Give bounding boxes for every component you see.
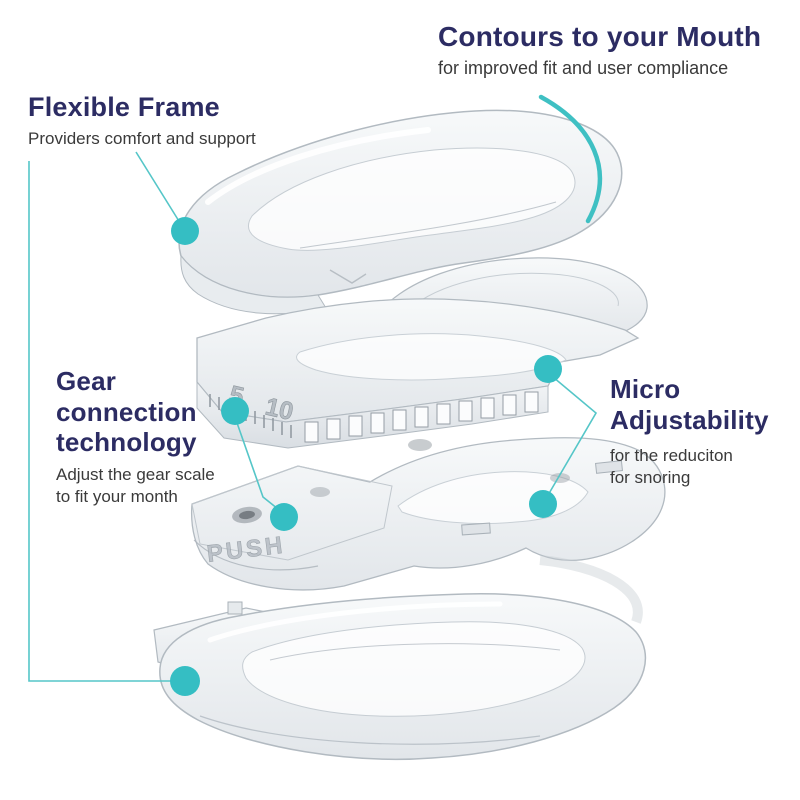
flexible-frame-leader-diagonal <box>135 151 183 227</box>
gear-plate-layer: 5 10 <box>196 257 648 449</box>
plate-hole-center <box>408 439 432 451</box>
callout-contours-title: Contours to your Mouth <box>438 21 762 52</box>
dot-micro-adjust-upper <box>534 355 562 383</box>
callout-contours: Contours to your Mouth for improved fit … <box>438 20 778 80</box>
bottom-tray-highlight <box>207 601 503 643</box>
gear-plate-cutout <box>296 333 567 381</box>
callout-micro-adjustability-subtitle: for the reduciton for snoring <box>610 446 733 488</box>
callout-gear-connection-title: Gear connection technology <box>56 366 197 458</box>
top-tray-trough <box>247 147 576 251</box>
callout-dots <box>170 217 562 696</box>
adjustment-plate-wing-edge <box>191 465 393 561</box>
callout-flexible-frame: Flexible Frame Providers comfort and sup… <box>28 92 338 150</box>
plate-slot-1 <box>461 522 491 536</box>
callout-flexible-frame-title: Flexible Frame <box>28 92 220 122</box>
micro-adjustability-leader <box>543 371 598 503</box>
bottom-tray-layer <box>153 555 647 760</box>
dot-flexible-frame-top <box>171 217 199 245</box>
gear-scale-label-10: 10 <box>263 393 296 427</box>
top-tray-highlight <box>205 127 431 205</box>
top-tray-layer <box>178 109 623 315</box>
ratchet-slots <box>304 391 539 443</box>
adjustment-plate-front-edge <box>193 539 319 571</box>
bottom-tray-shadow-edge <box>199 715 541 745</box>
callout-micro-adjustability-title: Micro Adjustability <box>610 374 769 435</box>
plate-hole-right <box>550 473 570 483</box>
bottom-tray-crease <box>269 643 561 661</box>
top-tray-crack <box>329 269 367 284</box>
dot-micro-adjust-lower <box>529 490 557 518</box>
wing-hole-large-inner <box>239 510 255 520</box>
dot-flexible-frame-bottom <box>170 666 200 696</box>
bottom-tray-arm-connector <box>539 555 643 624</box>
flexible-frame-leader-long <box>28 161 172 682</box>
tab-post-1 <box>227 601 243 615</box>
wing-hole-small <box>310 487 330 497</box>
gear-plate-arch-inner <box>407 272 619 311</box>
top-tray-crease <box>299 201 557 249</box>
contours-leader-arc <box>538 94 603 224</box>
callout-contours-subtitle: for improved fit and user compliance <box>438 58 729 79</box>
dot-gear-connection-lower <box>270 503 298 531</box>
callout-gear-connection: Gear connection technology Adjust the ge… <box>56 366 271 508</box>
dot-gear-connection-upper <box>221 397 249 425</box>
callout-micro-adjustability: Micro Adjustability for the reduciton fo… <box>610 374 795 490</box>
callout-gear-connection-subtitle: Adjust the gear scale to fit your month <box>56 465 215 507</box>
callout-flexible-frame-subtitle: Providers comfort and support <box>28 128 256 148</box>
plate-slot-2 <box>594 460 624 474</box>
